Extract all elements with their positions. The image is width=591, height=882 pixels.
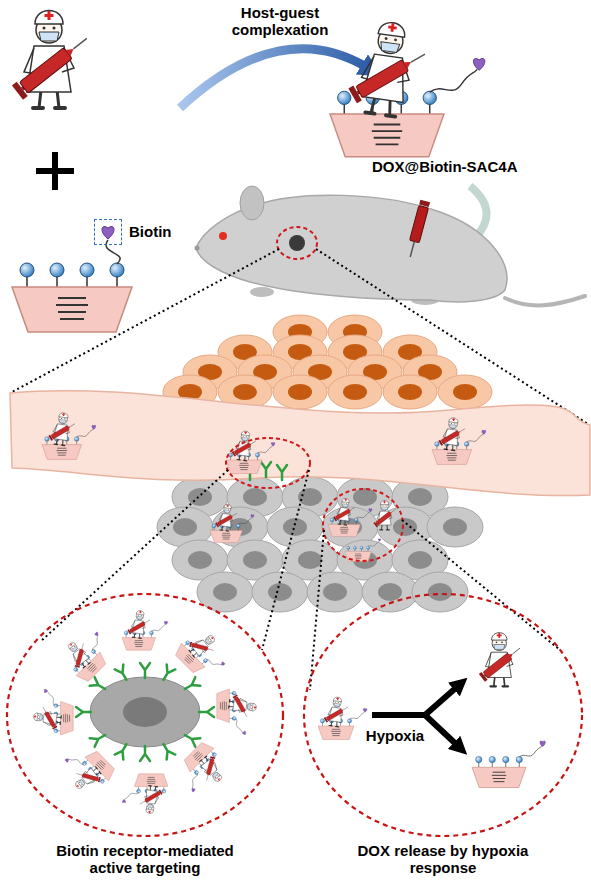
dox-complex: [217, 689, 258, 735]
mouse-eye: [219, 232, 227, 240]
biotin-receptor: [115, 742, 131, 760]
biotin-receptor: [140, 746, 150, 761]
node-caption: DOX release by hypoxia response: [338, 842, 548, 876]
zoom-circle: Biotin receptor-mediated active targetin…: [5, 592, 285, 838]
dashed-circle: [7, 594, 283, 836]
biotin-receptor: [90, 677, 108, 693]
tumor-spot: [289, 235, 305, 251]
tumor-cell: [90, 677, 200, 747]
tumor-cell: [427, 507, 483, 547]
dox-complex: [122, 609, 168, 650]
cell-nucleus: [123, 697, 167, 727]
normal-cell: [383, 375, 437, 409]
circle-outline: [302, 592, 584, 838]
split-arrow-branch: [425, 715, 458, 746]
biotin-receptor: [182, 677, 200, 693]
zoom-circle: DOX release by hypoxia response: [302, 592, 584, 838]
biotin-receptor: [182, 731, 200, 747]
annotation-label: Hypoxia: [355, 727, 435, 744]
dox-complex: [122, 774, 168, 815]
biotin-sac4a: [345, 539, 381, 562]
released-dox: [373, 501, 397, 530]
dox-complex: [42, 411, 96, 459]
biotin-receptor: [76, 707, 91, 717]
biotin-box: Biotin: [94, 219, 122, 245]
biotin-mark: [102, 227, 114, 239]
annotation-label: Host-guest complexation: [212, 4, 348, 38]
dox-complex: [330, 18, 485, 157]
plus-sign: [36, 152, 74, 190]
tumor-cell: [362, 572, 418, 612]
biotin-linker: [106, 240, 120, 264]
dox-complex: [318, 696, 367, 740]
dox-complex: [32, 689, 73, 735]
node-caption: Biotin receptor-mediated active targetin…: [40, 842, 250, 876]
biotin-receptor: [115, 664, 131, 682]
biotin-receptor: [140, 663, 150, 678]
biotin-receptor: [199, 707, 214, 717]
dox-complex: [172, 623, 233, 684]
doctor-dox-figure: [12, 11, 92, 109]
dox-complex: [56, 623, 117, 684]
normal-cell: [273, 375, 327, 409]
mouse-ear: [240, 186, 264, 220]
dox-complex: [328, 497, 372, 536]
mouse-tail: [505, 296, 585, 305]
tumor-cell: [412, 572, 468, 612]
highlight-ring: [323, 489, 403, 561]
syringe: [405, 200, 430, 259]
circle-outline: [5, 592, 285, 838]
highlight-ring: [226, 438, 310, 488]
dox-complex: [173, 739, 234, 800]
blood-vessel: [10, 391, 590, 496]
mouse-foot: [250, 287, 274, 297]
dox-complex: [210, 503, 254, 542]
released-dox: [479, 633, 523, 687]
syringe-barrel: [410, 205, 429, 242]
biotin-receptor: [90, 731, 108, 747]
mouse-nose: [195, 246, 200, 251]
split-arrow-stem: [372, 712, 425, 718]
biotin-receptor: [277, 465, 287, 480]
dox-complex: [432, 416, 486, 464]
highlight-ring: [277, 227, 317, 259]
split-arrow-branch: [425, 686, 458, 715]
syringe-needle: [410, 242, 414, 257]
dox-complex: [56, 740, 117, 801]
sac4a-host: [12, 263, 132, 332]
tumor-cell: [307, 572, 363, 612]
zoom-line: [40, 470, 560, 690]
dashed-circle: [304, 594, 582, 836]
biotin-receptor: [261, 462, 271, 477]
node-heading: Biotin: [129, 223, 172, 240]
biotin-receptor: [159, 742, 175, 760]
normal-cell: [438, 375, 492, 409]
tumor-cell: [197, 572, 253, 612]
biotin-receptor: [159, 664, 175, 682]
biotin-sac4a: [472, 741, 545, 788]
annotation-label: DOX@Biotin-SAC4A: [372, 158, 582, 175]
normal-cell: [328, 375, 382, 409]
dox-complex: [226, 430, 275, 474]
